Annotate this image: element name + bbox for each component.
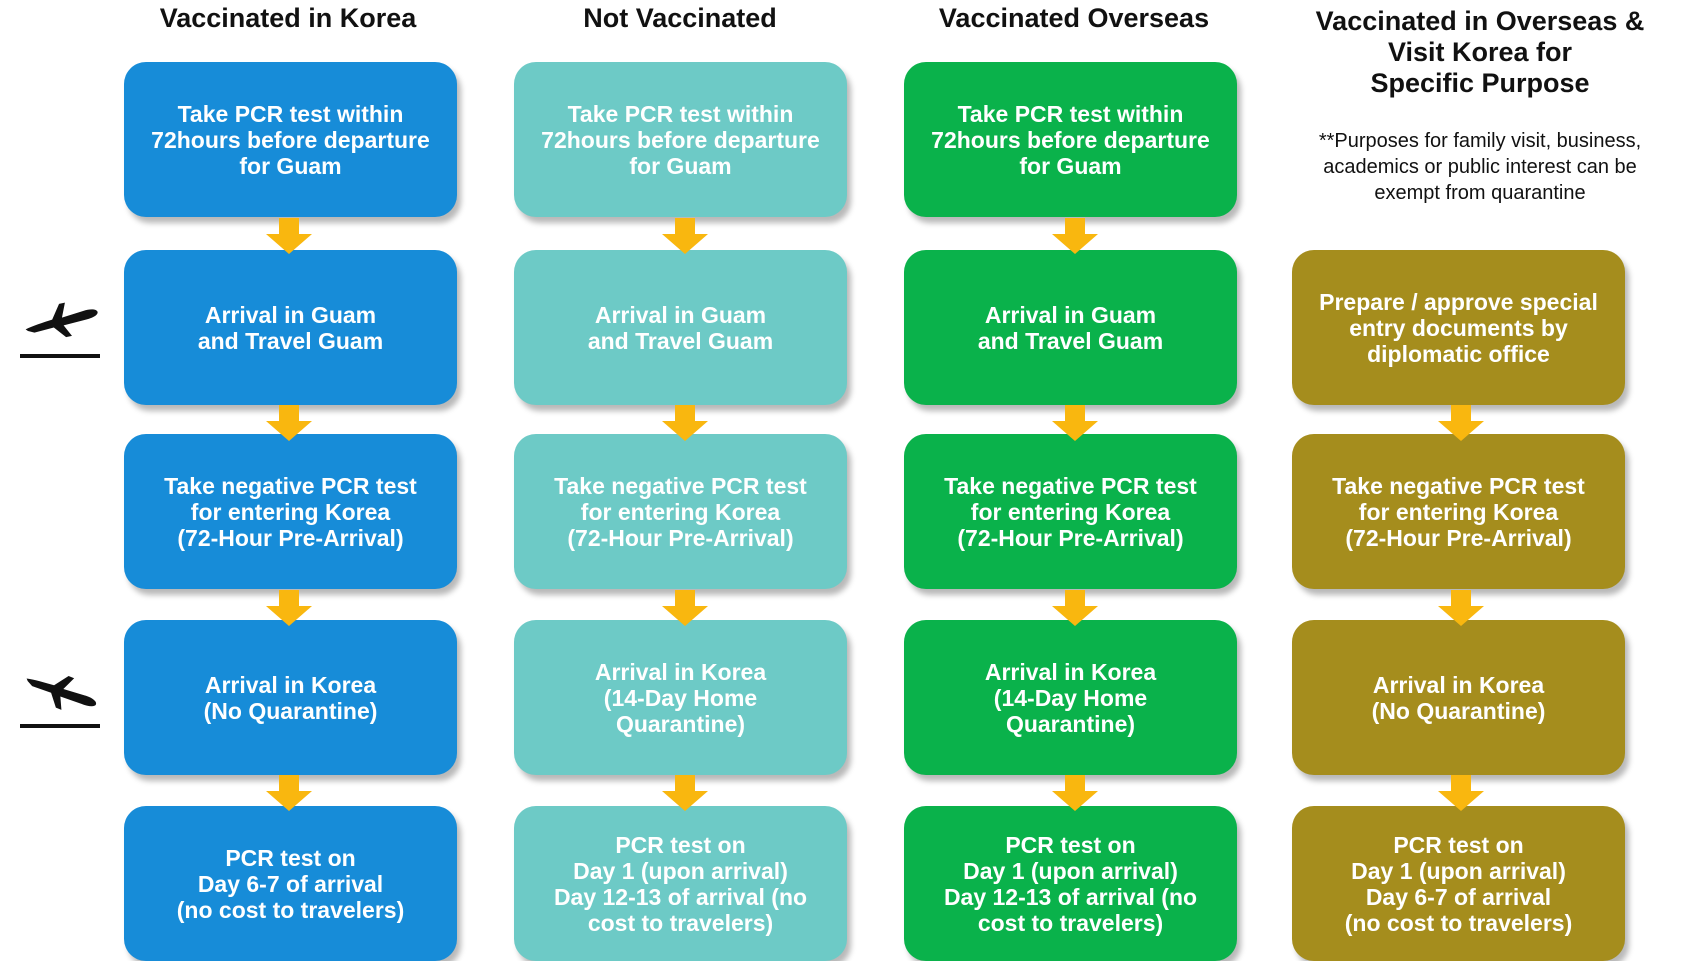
down-arrow-icon bbox=[1438, 405, 1484, 441]
down-arrow-icon bbox=[662, 590, 708, 626]
airplane-arrival-icon bbox=[20, 676, 100, 728]
step-box: PCR test on Day 1 (upon arrival) Day 6-7… bbox=[1292, 806, 1625, 961]
step-box: Take negative PCR test for entering Kore… bbox=[514, 434, 847, 589]
down-arrow-icon bbox=[1052, 590, 1098, 626]
step-box: Take negative PCR test for entering Kore… bbox=[1292, 434, 1625, 589]
step-box: PCR test on Day 1 (upon arrival) Day 12-… bbox=[514, 806, 847, 961]
step-box: Arrival in Guam and Travel Guam bbox=[514, 250, 847, 405]
step-box: PCR test on Day 1 (upon arrival) Day 12-… bbox=[904, 806, 1237, 961]
down-arrow-icon bbox=[1052, 218, 1098, 254]
down-arrow-icon bbox=[1052, 775, 1098, 811]
step-box: Arrival in Guam and Travel Guam bbox=[904, 250, 1237, 405]
down-arrow-icon bbox=[266, 405, 312, 441]
down-arrow-icon bbox=[662, 405, 708, 441]
down-arrow-icon bbox=[662, 775, 708, 811]
step-box: Take PCR test within 72hours before depa… bbox=[514, 62, 847, 217]
down-arrow-icon bbox=[266, 218, 312, 254]
step-box: Take PCR test within 72hours before depa… bbox=[904, 62, 1237, 217]
airplane-departure-icon bbox=[20, 302, 100, 358]
step-box: Take negative PCR test for entering Kore… bbox=[904, 434, 1237, 589]
step-box: PCR test on Day 6-7 of arrival (no cost … bbox=[124, 806, 457, 961]
down-arrow-icon bbox=[1052, 405, 1098, 441]
down-arrow-icon bbox=[266, 775, 312, 811]
step-box: Prepare / approve special entry document… bbox=[1292, 250, 1625, 405]
step-box: Arrival in Korea (14-Day Home Quarantine… bbox=[514, 620, 847, 775]
down-arrow-icon bbox=[662, 218, 708, 254]
column-title-vaccinated-overseas: Vaccinated Overseas bbox=[938, 3, 1210, 33]
step-box: Arrival in Korea (14-Day Home Quarantine… bbox=[904, 620, 1237, 775]
down-arrow-icon bbox=[1438, 590, 1484, 626]
step-box: Take PCR test within 72hours before depa… bbox=[124, 62, 457, 217]
step-box: Arrival in Korea (No Quarantine) bbox=[1292, 620, 1625, 775]
down-arrow-icon bbox=[1438, 775, 1484, 811]
step-box: Arrival in Guam and Travel Guam bbox=[124, 250, 457, 405]
column-title-not-vaccinated: Not Vaccinated bbox=[583, 3, 777, 33]
down-arrow-icon bbox=[266, 590, 312, 626]
specific-purpose-note: **Purposes for family visit, business, a… bbox=[1318, 130, 1642, 204]
step-box: Arrival in Korea (No Quarantine) bbox=[124, 620, 457, 775]
column-title-vaccinated-korea: Vaccinated in Korea bbox=[159, 3, 417, 33]
step-box: Take negative PCR test for entering Kore… bbox=[124, 434, 457, 589]
column-title-specific-purpose: Vaccinated in Overseas & Visit Korea for… bbox=[1315, 6, 1645, 98]
